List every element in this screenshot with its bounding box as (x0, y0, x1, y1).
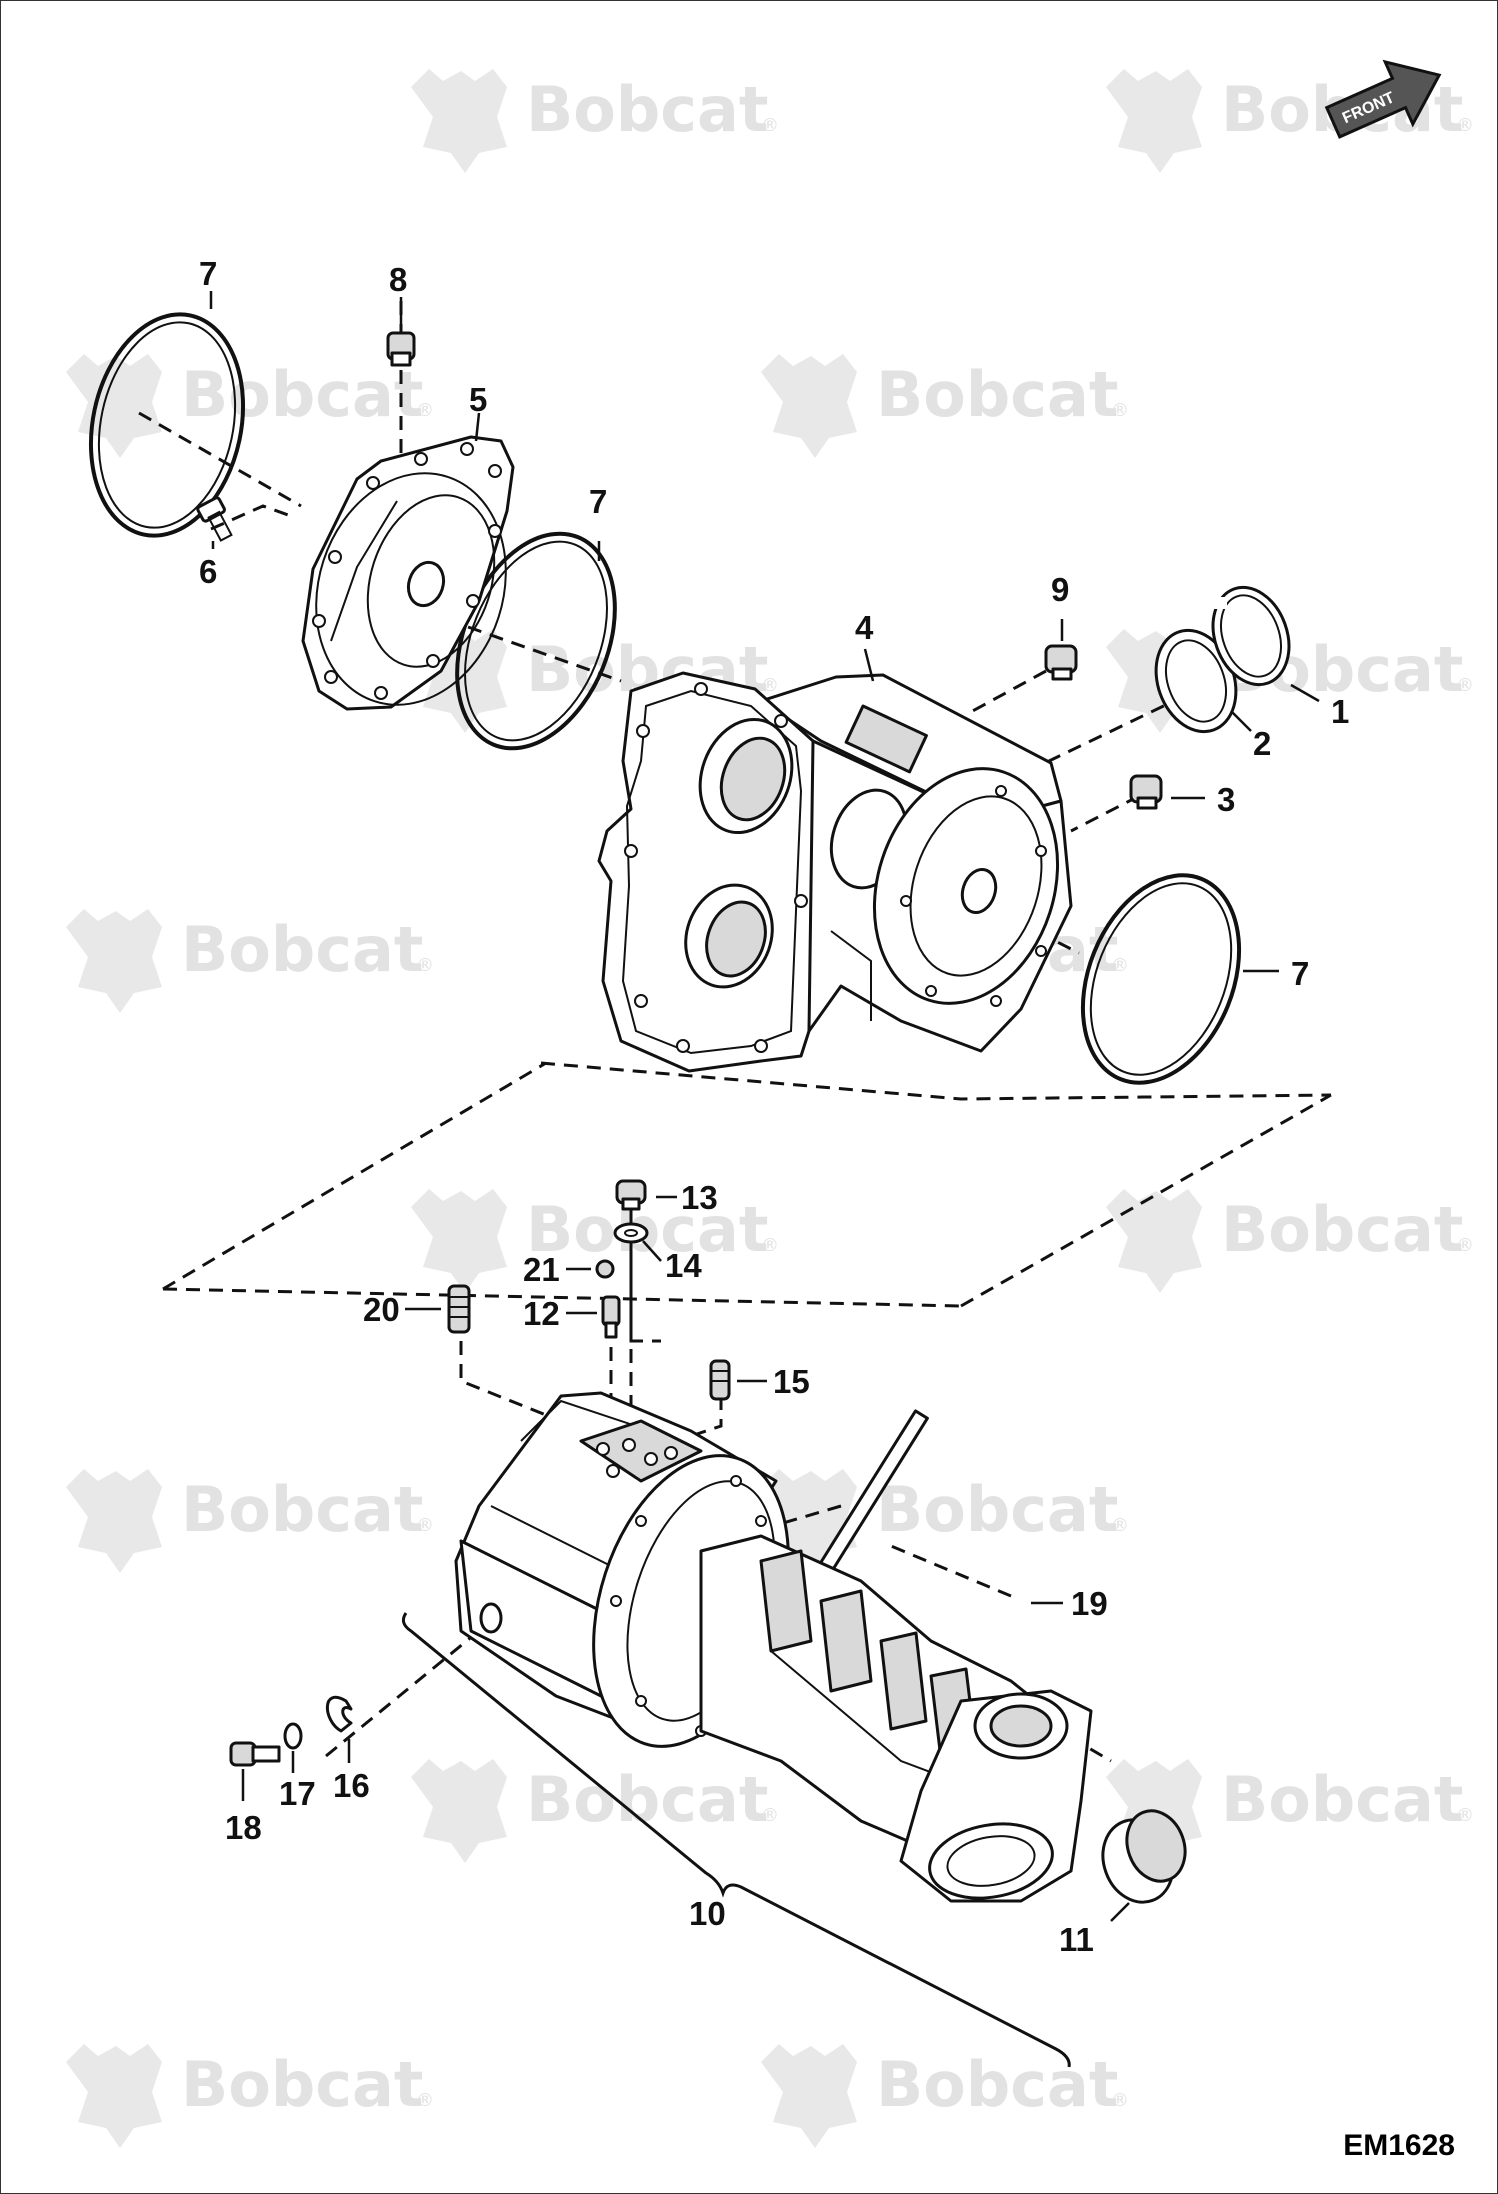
bolt-18 (229, 1741, 281, 1767)
svg-text:®: ® (416, 955, 434, 976)
svg-text:®: ® (761, 675, 779, 696)
watermark-layer: Bobcat®Bobcat®Bobcat®Bobcat®Bobcat®Bobca… (66, 69, 1474, 2148)
bobcat-watermark: Bobcat® (411, 1759, 779, 1863)
svg-text:Bobcat: Bobcat (181, 358, 423, 431)
callout-13: 13 (681, 1179, 718, 1216)
setscrew-15 (709, 1359, 731, 1401)
callout-18: 18 (225, 1809, 262, 1846)
callout-5: 5 (469, 381, 487, 418)
bobcat-watermark: Bobcat® (761, 2044, 1129, 2148)
svg-text:Bobcat: Bobcat (876, 1473, 1118, 1546)
setscrew-20 (447, 1284, 471, 1334)
callout-17: 17 (279, 1775, 316, 1812)
callout-4: 4 (855, 609, 874, 646)
svg-text:Bobcat: Bobcat (876, 358, 1118, 431)
svg-text:®: ® (761, 1235, 779, 1256)
callout-3: 3 (1217, 781, 1235, 818)
callout-7-middle: 7 (589, 483, 607, 520)
callout-2: 2 (1253, 725, 1271, 762)
callout-11: 11 (1059, 1921, 1094, 1958)
svg-text:Bobcat: Bobcat (181, 2048, 423, 2121)
plug-3 (1129, 774, 1163, 810)
callout-7-top-left: 7 (199, 255, 217, 292)
callout-16: 16 (333, 1767, 370, 1804)
o-ring-right (1080, 873, 1242, 1085)
cover-plate (301, 435, 515, 711)
callout-8: 8 (389, 261, 407, 298)
svg-text:Bobcat: Bobcat (181, 1473, 423, 1546)
axle-housing (454, 1391, 1093, 1903)
callout-12: 12 (523, 1295, 560, 1332)
figure-code: EM1628 (1343, 2129, 1455, 2162)
svg-text:®: ® (1111, 2090, 1129, 2111)
washer-17 (283, 1722, 303, 1750)
svg-text:Bobcat: Bobcat (1221, 1193, 1463, 1266)
callout-19: 19 (1071, 1585, 1108, 1622)
callout-9: 9 (1051, 571, 1069, 608)
bobcat-watermark: Bobcat® (411, 1189, 779, 1293)
svg-text:®: ® (1456, 115, 1474, 136)
svg-text:®: ® (1111, 400, 1129, 421)
callout-6: 6 (199, 553, 217, 590)
callout-21: 21 (523, 1251, 560, 1288)
bushing-11 (1101, 1809, 1187, 1904)
bobcat-watermark: Bobcat® (761, 1469, 1129, 1573)
o-ring-top-left (88, 312, 246, 538)
bobcat-watermark: Bobcat® (66, 909, 434, 1013)
bobcat-watermark: Bobcat® (411, 69, 779, 173)
svg-text:®: ® (1111, 955, 1129, 976)
callout-7-right: 7 (1291, 955, 1309, 992)
svg-text:®: ® (416, 2090, 434, 2111)
bobcat-watermark: Bobcat® (66, 354, 434, 458)
leader-lines (209, 291, 1320, 1922)
washer-14 (613, 1222, 649, 1244)
callout-labels: 1 2 3 4 5 6 7 7 7 8 9 10 11 12 13 14 15 … (199, 255, 1349, 1958)
assembly-bracket-10 (401, 1612, 1071, 2068)
callout-14: 14 (665, 1247, 702, 1284)
plug-9 (1044, 644, 1078, 681)
svg-text:®: ® (1456, 675, 1474, 696)
seal-ring-2 (1154, 628, 1238, 734)
bolt-6 (196, 496, 233, 542)
svg-text:Bobcat: Bobcat (1221, 1763, 1463, 1836)
svg-text:®: ® (1456, 1235, 1474, 1256)
svg-text:®: ® (416, 400, 434, 421)
bobcat-watermark: Bobcat® (66, 1469, 434, 1573)
svg-text:®: ® (761, 1805, 779, 1826)
callout-10: 10 (689, 1895, 726, 1932)
svg-text:Bobcat: Bobcat (526, 73, 768, 146)
callout-1: 1 (1331, 693, 1349, 730)
svg-text:®: ® (761, 115, 779, 136)
plug-13 (615, 1179, 647, 1211)
plug-8 (386, 331, 416, 367)
fitting-12 (601, 1295, 621, 1339)
svg-text:®: ® (416, 1515, 434, 1536)
svg-text:®: ® (1111, 1515, 1129, 1536)
svg-text:®: ® (1456, 1805, 1474, 1826)
bobcat-watermark: Bobcat® (66, 2044, 434, 2148)
drive-housing (597, 671, 1073, 1073)
clip-16 (325, 1695, 353, 1733)
callout-15: 15 (773, 1363, 810, 1400)
bobcat-watermark: Bobcat® (1106, 1189, 1474, 1293)
svg-text:Bobcat: Bobcat (181, 913, 423, 986)
svg-text:Bobcat: Bobcat (876, 2048, 1118, 2121)
snap-ring-1 (1211, 585, 1291, 687)
bobcat-watermark: Bobcat® (761, 354, 1129, 458)
callout-20: 20 (363, 1291, 400, 1328)
ball-21 (595, 1259, 615, 1279)
